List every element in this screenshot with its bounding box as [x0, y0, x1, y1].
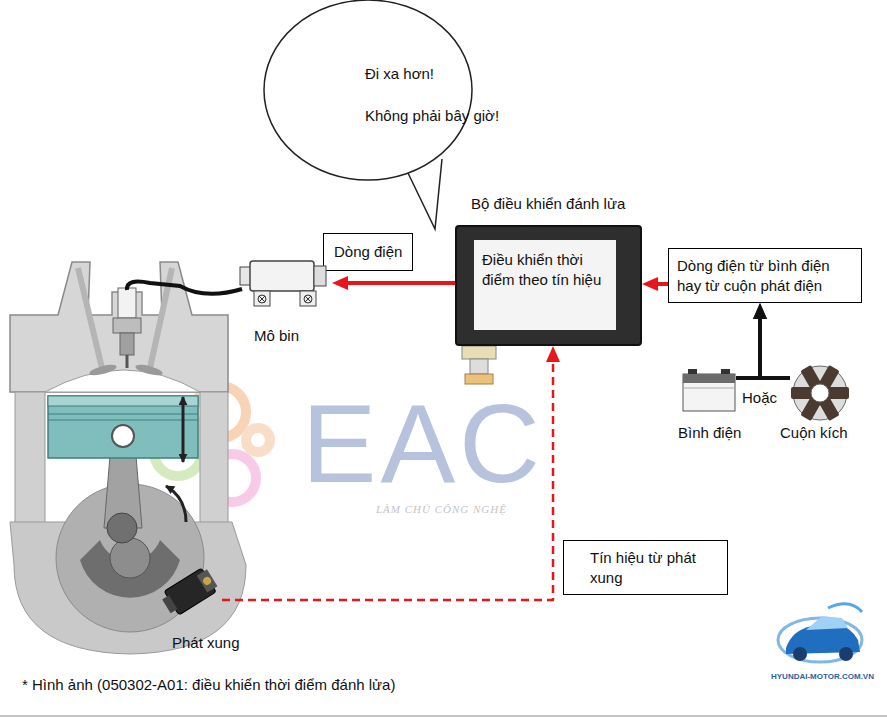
stator: Cuộn kích	[790, 364, 850, 422]
bubble-text: Đi xa hơn!	[365, 64, 434, 84]
pickup-drawing	[160, 563, 222, 618]
current-arrow	[736, 316, 760, 378]
part-name: Cuộn kích	[780, 423, 848, 443]
box-text: Dòng điện	[334, 242, 402, 262]
source-box: Dòng điện từ bình điện hay từ cuộn phát …	[668, 248, 862, 303]
part-name: Mô bin	[254, 326, 299, 346]
ignition-coil: Mô bin	[240, 252, 332, 312]
pulse-generator: Phát xung	[160, 563, 222, 618]
signal-box: Tín hiệu từ phát xung	[563, 540, 728, 595]
signal-wire	[222, 359, 553, 600]
controller-title: Bộ điều khiển đánh lửa	[471, 194, 625, 214]
controller-text: Điều khiển thời điểm theo tín hiệu	[482, 250, 608, 289]
battery: Bình điện	[682, 368, 736, 412]
bubble-text: Không phải bây giờ!	[365, 106, 499, 126]
watermark-slogan: LÀM CHỦ CÔNG NGHỆ	[376, 503, 507, 515]
rule-line	[0, 716, 887, 717]
battery-drawing	[682, 368, 736, 412]
controller-panel: Điều khiển thời điểm theo tín hiệu	[474, 240, 616, 330]
part-name: Phát xung	[172, 633, 240, 653]
site-logo	[778, 604, 862, 662]
watermark: EAC	[302, 382, 544, 505]
engine	[10, 262, 246, 654]
site-url: HYUNDAI-MOTOR.COM.VN	[771, 672, 874, 681]
box-text: Dòng điện từ bình điện hay từ cuộn phát …	[677, 256, 853, 295]
current-arrow	[345, 281, 455, 285]
ignition-controller: Bộ điều khiển đánh lửaĐiều khiển thời đi…	[455, 225, 642, 346]
connector-plug	[462, 346, 496, 384]
part-name: Bình điện	[678, 423, 741, 443]
current-arrow	[655, 282, 668, 286]
or-label: Hoặc	[742, 389, 777, 406]
current-arrow	[760, 316, 790, 378]
caption: * Hình ảnh (050302-A01: điều khiển thời …	[22, 676, 395, 693]
bubble-outline	[262, 0, 474, 182]
box-text: Tín hiệu từ phát xung	[590, 548, 719, 587]
speech-bubble: Đi xa hơn!Không phải bây giờ!	[262, 0, 474, 182]
stator-drawing	[790, 364, 850, 422]
coil-drawing	[240, 252, 332, 312]
label-box: Dòng điện	[323, 233, 413, 271]
